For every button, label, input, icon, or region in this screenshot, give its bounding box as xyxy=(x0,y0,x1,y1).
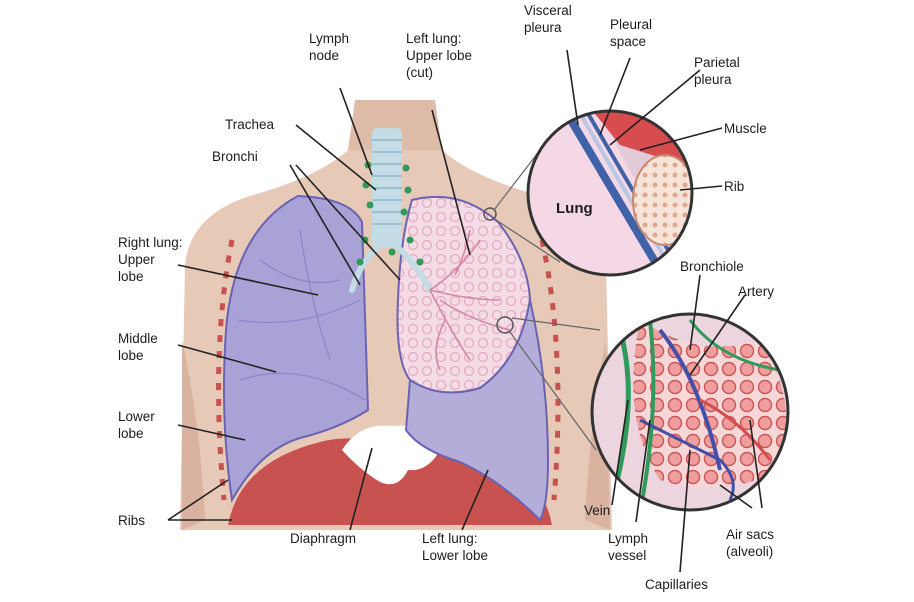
label-bronchi: Bronchi xyxy=(212,149,258,164)
label-visceral-pleura: Visceral pleura xyxy=(524,3,572,35)
label-parietal-pleura: Parietal pleura xyxy=(694,55,740,87)
magnifier-ring-2 xyxy=(590,312,790,512)
label-right-lung-upper-lobe: Right lung: Upper lobe xyxy=(118,235,183,284)
left-arm-shadow xyxy=(182,340,205,530)
label-muscle: Muscle xyxy=(724,121,767,136)
label-capillaries: Capillaries xyxy=(645,577,709,592)
zoom-marker-alveoli xyxy=(496,316,514,334)
label-trachea: Trachea xyxy=(225,117,275,132)
right-lung xyxy=(223,194,370,504)
leader-lines xyxy=(167,49,763,573)
magnifier-circle-pleura xyxy=(528,111,692,275)
label-middle-lobe: Middle lobe xyxy=(118,331,158,363)
zoom-lines xyxy=(493,149,601,451)
label-lower-lobe: Lower lobe xyxy=(118,409,155,441)
label-lymph-node: Lymph node xyxy=(309,31,350,63)
bronchi xyxy=(349,242,433,293)
trachea xyxy=(372,128,402,248)
label-pleural-space: Pleural space xyxy=(610,17,653,49)
label-rib: Rib xyxy=(724,179,745,194)
left-lung-lower xyxy=(404,299,550,522)
neck xyxy=(348,100,442,150)
label-vein: Vein xyxy=(584,503,611,518)
label-air-sacs: Air sacs (alveoli) xyxy=(726,527,775,559)
label-diaphragm: Diaphragm xyxy=(290,531,357,546)
right-lung-fissures xyxy=(237,229,366,401)
bronchial-branches xyxy=(429,229,511,371)
zoom-marker-pleura xyxy=(483,207,497,221)
label-bronchiole: Bronchiole xyxy=(680,259,744,274)
label-artery: Artery xyxy=(738,284,775,299)
label-ribs: Ribs xyxy=(118,513,146,528)
label-left-lung-upper-lobe: Left lung: Upper lobe (cut) xyxy=(406,31,473,80)
label-left-lung-lower-lobe: Left lung: Lower lobe xyxy=(422,531,489,563)
label-lung: Lung xyxy=(556,200,593,217)
label-lymph-vessel: Lymph vessel xyxy=(608,531,649,563)
